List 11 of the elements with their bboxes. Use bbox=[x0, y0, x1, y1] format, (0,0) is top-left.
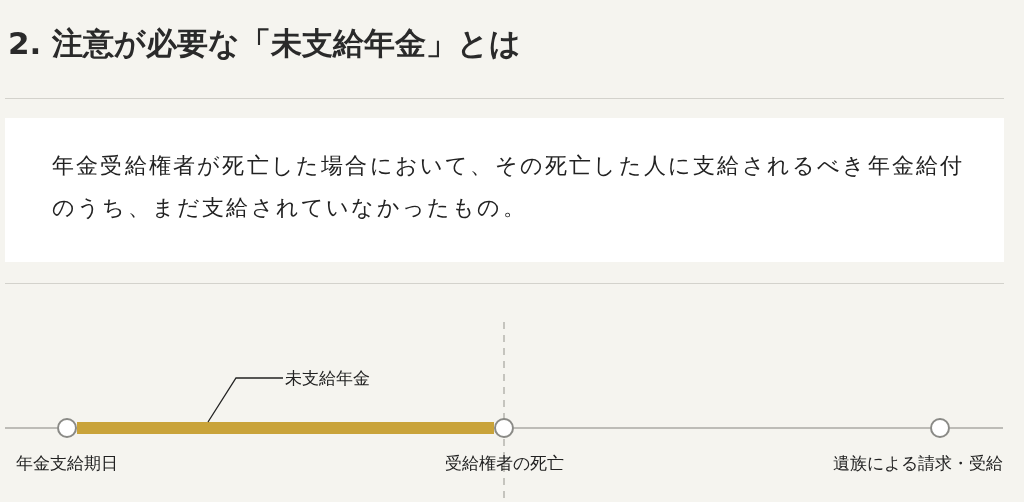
leader-line bbox=[207, 377, 284, 423]
milestone-label: 年金支給期日 bbox=[16, 452, 118, 475]
milestone-label: 遺族による請求・受給 bbox=[833, 452, 1003, 475]
page-title: 2. 注意が必要な「未支給年金」とは bbox=[8, 24, 522, 63]
unpaid-period-bar bbox=[77, 422, 494, 434]
milestone-label: 受給権者の死亡 bbox=[444, 452, 564, 475]
callout-label: 未支給年金 bbox=[285, 366, 370, 390]
timeline-line bbox=[949, 427, 1004, 429]
timeline-line bbox=[4, 427, 58, 429]
timeline-line bbox=[513, 427, 931, 429]
definition-text: 年金受給権者が死亡した場合において、その死亡した人に支給されるべき年金給付のうち、まだ支給されていなかったもの。 bbox=[52, 151, 966, 222]
